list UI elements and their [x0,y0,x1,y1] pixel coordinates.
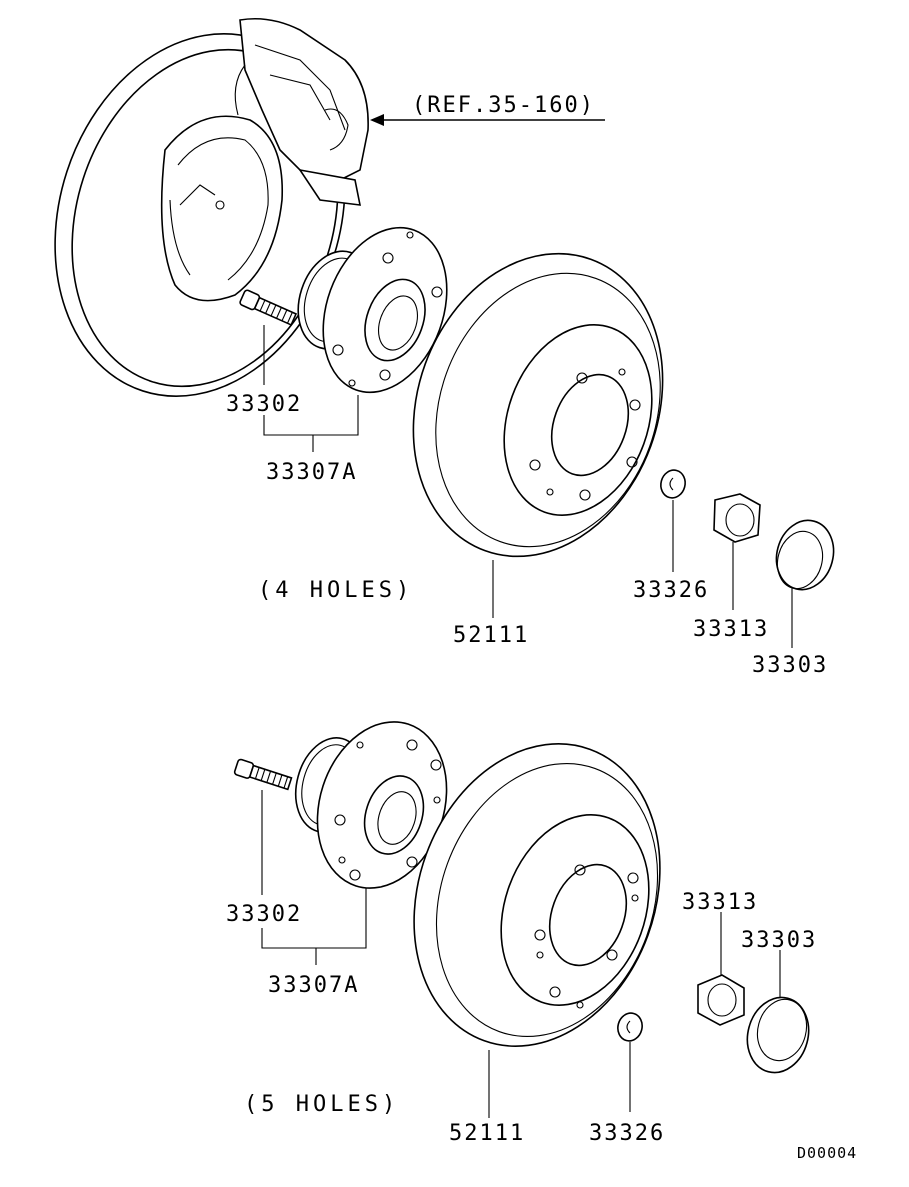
label-stud: 33302 [226,902,302,927]
washer [660,469,686,499]
wheel-hub [297,226,448,394]
label-cap: 33303 [741,928,817,953]
diagram-code: D00004 [797,1144,857,1162]
reference-label: (REF.35-160) [412,93,595,118]
washer [617,1012,643,1042]
label-hub: 33307A [266,460,357,485]
leader-lines-top [263,325,793,648]
label-nut: 33313 [693,617,769,642]
label-rotor: 52111 [449,1121,525,1146]
label-stud: 33302 [226,392,302,417]
label-nut: 33313 [682,890,758,915]
dust-cap [746,996,810,1074]
brake-rotor [413,743,661,1047]
hub-nut [713,493,761,543]
caption-holes: (5 HOLES) [244,1092,399,1117]
reference-arrow [370,114,605,126]
wheel-stud [239,289,298,326]
leader-lines-bottom [261,790,781,1118]
label-rotor: 52111 [453,623,529,648]
caption-holes: (4 HOLES) [258,578,413,603]
brake-caliper [234,17,369,206]
hub-nut [697,974,745,1026]
label-cap: 33303 [752,653,828,678]
wheel-hub [294,721,448,889]
wheel-stud [233,758,293,791]
brake-rotor [412,252,664,558]
dust-cap [775,519,835,591]
label-washer: 33326 [633,578,709,603]
label-washer: 33326 [589,1121,665,1146]
label-hub: 33307A [268,973,359,998]
